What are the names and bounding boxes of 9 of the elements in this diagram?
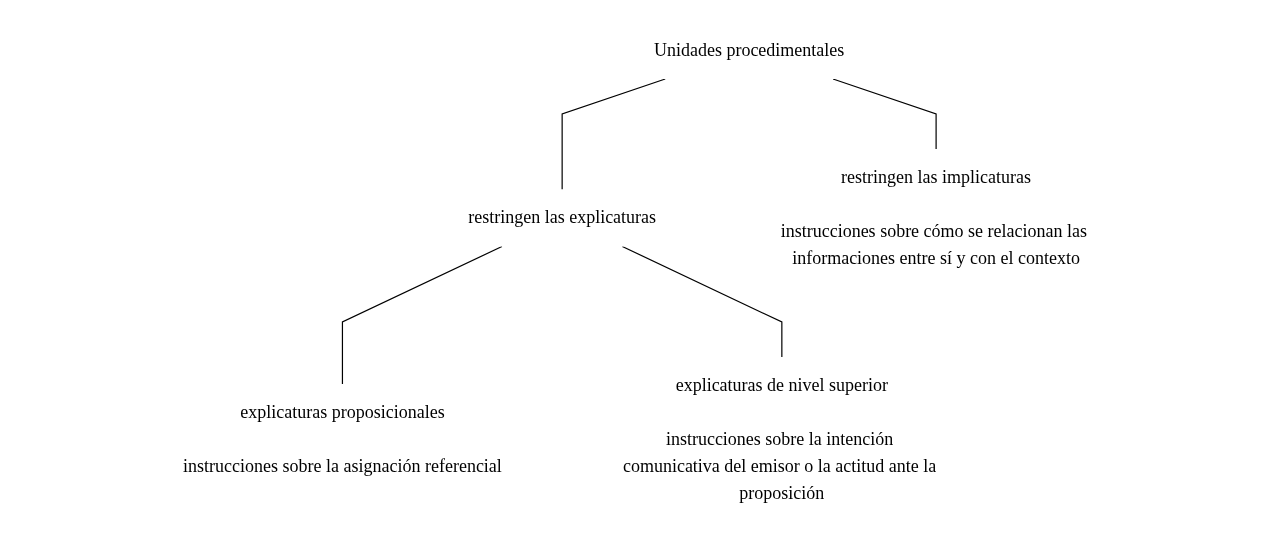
node-text: explicaturas de nivel superior instrucciones sobre la intención comunicativa del emisor o la actitud ante la proposición [623, 374, 937, 503]
connector [622, 245, 783, 358]
node-text: Unidades procedimentales [654, 40, 845, 60]
node-text: restringen las explicaturas [468, 207, 657, 228]
node-text: explicaturas proposicionales instrucciones sobre la asignación referencial [183, 401, 503, 476]
connector [342, 245, 503, 385]
node-text: restringen las implicaturas instrucciones sobre cómo se relacionan las informaciones entre sí y con el contexto [781, 167, 1088, 268]
connector [832, 78, 938, 150]
connector [562, 78, 667, 191]
